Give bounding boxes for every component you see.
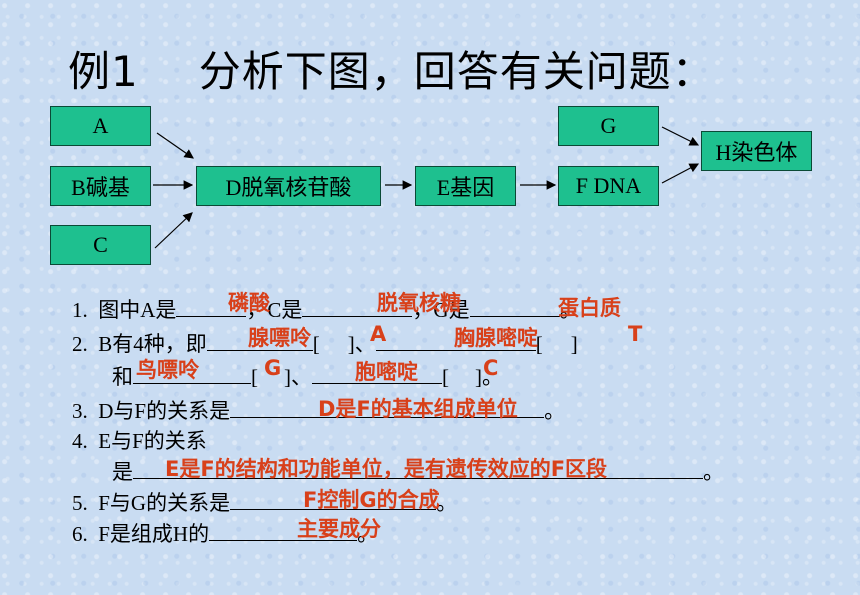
q1-text2: ，C是 bbox=[246, 298, 303, 322]
q2b-blank1[interactable] bbox=[133, 361, 251, 384]
q1-blank2[interactable] bbox=[302, 294, 413, 317]
box-d-label: D脱氧核苷酸 bbox=[225, 175, 352, 200]
q2-bracket2-close: ] bbox=[570, 332, 578, 356]
arrow-c-d bbox=[154, 212, 193, 249]
q3-text2: 。 bbox=[544, 399, 566, 423]
q1-text3: ，G是 bbox=[412, 298, 470, 322]
box-e-label: E基因 bbox=[436, 175, 495, 200]
answer-adenine-letter: A bbox=[370, 322, 387, 346]
q2b-bracket2-close: ]。 bbox=[475, 365, 503, 389]
example-number: 例1 bbox=[68, 47, 139, 96]
arrow-a-d bbox=[156, 132, 194, 159]
box-f-label: F DNA bbox=[575, 173, 642, 198]
q5-blank1[interactable] bbox=[230, 487, 437, 510]
box-c: C bbox=[50, 225, 151, 265]
page-title: 例1 分析下图，回答有关问题： bbox=[68, 38, 715, 99]
box-g: G bbox=[558, 106, 659, 146]
answer-c-deoxyribose: 脱氧核糖 bbox=[377, 291, 461, 315]
q4b-text1: 是 bbox=[112, 460, 133, 484]
arrow-g-h bbox=[661, 126, 700, 146]
q3-blank1[interactable] bbox=[230, 395, 545, 418]
answer-cytosine-letter: C bbox=[483, 356, 499, 380]
q2-bracket-close: ]、 bbox=[347, 332, 376, 356]
q4b-blank1[interactable] bbox=[133, 456, 703, 479]
q5-number: 5. bbox=[72, 491, 88, 515]
box-e: E基因 bbox=[415, 166, 516, 206]
box-g-label: G bbox=[600, 113, 617, 138]
q3-number: 3. bbox=[72, 399, 88, 423]
q4b-text2: 。 bbox=[703, 460, 724, 484]
q2-bracket2-open: [ bbox=[535, 332, 543, 356]
q2-blank1[interactable] bbox=[206, 328, 313, 351]
answer-f-g-relation: F控制G的合成 bbox=[303, 488, 440, 512]
question-3: 3. D与F的关系是 。 bbox=[72, 395, 565, 425]
answer-a-phosphate: 磷酸 bbox=[228, 291, 270, 315]
answer-thymine-letter: T bbox=[628, 322, 643, 346]
q6-text1: F是组成H的 bbox=[98, 522, 210, 546]
q2b-bracket2-open: [ bbox=[442, 365, 449, 389]
q2-blank4[interactable] bbox=[543, 329, 571, 351]
answer-g-protein: 蛋白质 bbox=[558, 296, 621, 320]
arrow-f-h bbox=[661, 163, 700, 184]
box-a: A bbox=[50, 106, 151, 146]
q2b-text1: 和 bbox=[112, 365, 133, 389]
q1-blank3[interactable] bbox=[469, 294, 560, 317]
answer-cytosine: 胞嘧啶 bbox=[355, 360, 418, 384]
q2b-bracket-close: ]、 bbox=[284, 365, 312, 389]
q2-number: 2. bbox=[72, 332, 88, 356]
box-c-label: C bbox=[93, 232, 108, 257]
answer-main-component: 主要成分 bbox=[297, 517, 381, 541]
q1-text4: 。 bbox=[559, 298, 581, 322]
q2-blank2[interactable] bbox=[320, 329, 348, 351]
question-1: 1. 图中A是 ，C是 ，G是 。 bbox=[72, 294, 581, 324]
answer-adenine: 腺嘌呤 bbox=[248, 326, 311, 350]
answer-e-f-relation: E是F的结构和功能单位，是有遗传效应的F区段 bbox=[165, 457, 608, 481]
q2-bracket-open: [ bbox=[312, 332, 320, 356]
q4-number: 4. bbox=[72, 429, 88, 453]
answer-guanine: 鸟嘌呤 bbox=[136, 358, 199, 382]
q6-blank1[interactable] bbox=[209, 518, 358, 541]
answer-d-f-relation: D是F的基本组成单位 bbox=[318, 397, 518, 421]
box-a-label: A bbox=[92, 113, 109, 138]
q1-number: 1. bbox=[72, 298, 88, 322]
box-f: F DNA bbox=[558, 166, 659, 206]
question-6: 6. F是组成H的 。 bbox=[72, 518, 378, 548]
box-d: D脱氧核苷酸 bbox=[196, 166, 381, 206]
title-text: 分析下图，回答有关问题： bbox=[198, 47, 715, 96]
q3-text1: D与F的关系是 bbox=[98, 399, 231, 423]
answer-thymine: 胸腺嘧啶 bbox=[454, 326, 538, 350]
question-5: 5. F与G的关系是 。 bbox=[72, 487, 457, 517]
q1-blank1[interactable] bbox=[176, 294, 247, 317]
box-b-label: B碱基 bbox=[71, 175, 130, 200]
q2b-blank4[interactable] bbox=[449, 362, 475, 384]
q2-blank3[interactable] bbox=[375, 328, 536, 351]
q1-text1: 图中A是 bbox=[98, 298, 177, 322]
q2b-bracket-open: [ bbox=[251, 365, 258, 389]
box-h: H染色体 bbox=[701, 131, 812, 171]
q6-text2: 。 bbox=[357, 522, 379, 546]
q4-text1: E与F的关系 bbox=[98, 429, 207, 453]
q5-text1: F与G的关系是 bbox=[98, 491, 231, 515]
question-2-continued: 和 [ ]、 [ ]。 bbox=[112, 361, 503, 391]
q5-text2: 。 bbox=[436, 491, 458, 515]
q2-text1: B有4种，即 bbox=[98, 332, 207, 356]
question-4-continued: 是。 bbox=[112, 456, 724, 486]
box-b: B碱基 bbox=[50, 166, 151, 206]
answer-guanine-letter: G bbox=[264, 356, 282, 380]
q2b-blank3[interactable] bbox=[312, 361, 442, 384]
q6-number: 6. bbox=[72, 522, 88, 546]
question-2: 2. B有4种，即 [ ]、 [] bbox=[72, 328, 578, 358]
question-4: 4. E与F的关系 bbox=[72, 425, 207, 455]
box-h-label: H染色体 bbox=[715, 140, 798, 165]
